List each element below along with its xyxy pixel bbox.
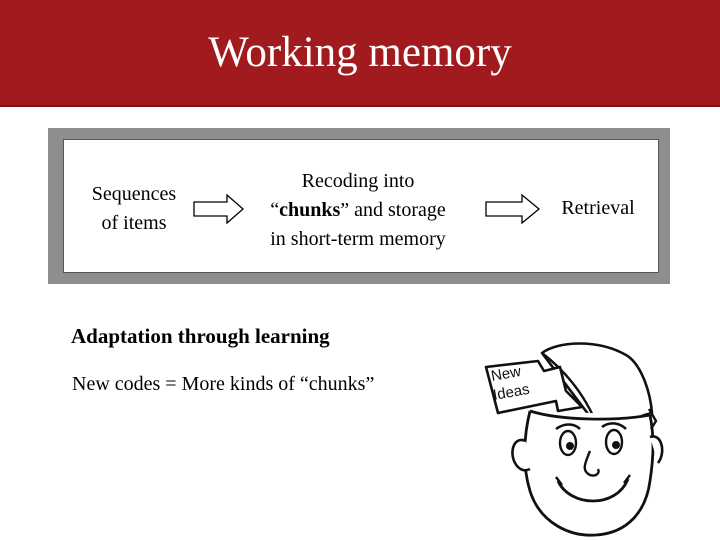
flow-diagram-panel [63, 139, 659, 273]
flow-step-recoding-line-2-rest: ” and storage [340, 199, 446, 221]
slide-title: Working memory [208, 29, 512, 76]
right-arrow-icon [485, 194, 541, 224]
flow-step-sequences-line-2: of items [101, 212, 167, 234]
sign-word-ideas: Ideas [492, 381, 531, 404]
flow-step-recoding-line-1: Recoding into [301, 170, 415, 192]
open-quote: “ [270, 199, 280, 221]
flow-step-retrieval: Retrieval [561, 197, 635, 219]
section-note: New codes = More kinds of “chunks” [72, 373, 375, 395]
flow-step-recoding-line-2: “chunks” and storage [238, 196, 478, 225]
right-arrow-icon [193, 194, 244, 224]
flow-step-sequences-line-1: Sequences [91, 183, 177, 205]
flow-step-sequences: Sequences of items [72, 180, 196, 238]
chunks-emphasis: chunks [279, 199, 341, 221]
sign-word-new: New [490, 363, 523, 385]
new-ideas-head-illustration: New Ideas [484, 342, 664, 537]
title-bar: Working memory [0, 0, 720, 107]
flow-step-recoding-line-3: in short-term memory [270, 228, 446, 250]
section-heading: Adaptation through learning [71, 324, 330, 348]
flow-step-recoding: Recoding into “chunks” and storage in sh… [238, 167, 478, 254]
